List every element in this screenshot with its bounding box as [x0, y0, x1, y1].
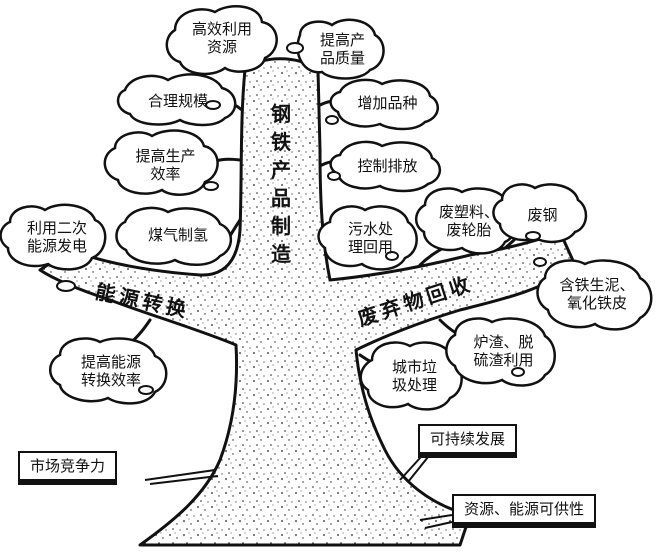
- tree-trunk: [38, 57, 577, 547]
- cloud-urban-waste: 城市垃 圾处理: [391, 358, 437, 394]
- cloud-secondary-energy: 利用二次 能源发电: [26, 219, 87, 255]
- cloud-reasonable-scale: 合理规模: [147, 92, 208, 110]
- cloud-variety: 增加品种: [357, 94, 418, 112]
- cloud-scrap-steel: 废钢: [527, 206, 558, 224]
- trunk-title: 钢 铁 产 品 制 造: [271, 102, 291, 266]
- cloud-curls: [56, 42, 547, 395]
- cloud-conversion-efficiency: 提高能源 转换效率: [80, 353, 141, 389]
- cloud-iron-sludge: 含铁生泥、 氧化铁皮: [559, 276, 635, 312]
- clouds: [0, 5, 653, 411]
- label-competitiveness: 市场竞争力: [18, 451, 118, 481]
- cloud-emission: 控制排放: [357, 157, 418, 175]
- cloud-plastic-tire: 废塑料、 废轮胎: [438, 203, 499, 239]
- cloud-productivity: 提高生产 效率: [135, 147, 196, 183]
- cloud-quality: 提高产 品质量: [319, 31, 365, 67]
- label-sustainable: 可持续发展: [418, 424, 518, 454]
- cloud-wastewater: 污水处 理回用: [347, 220, 393, 256]
- cloud-efficient-resources: 高效利用 资源: [191, 20, 252, 56]
- cloud-gas-hydrogen: 煤气制氢: [147, 226, 208, 244]
- cloud-slag: 炉渣、脱 硫渣利用: [473, 333, 534, 369]
- label-supply: 资源、能源可供性: [452, 494, 597, 524]
